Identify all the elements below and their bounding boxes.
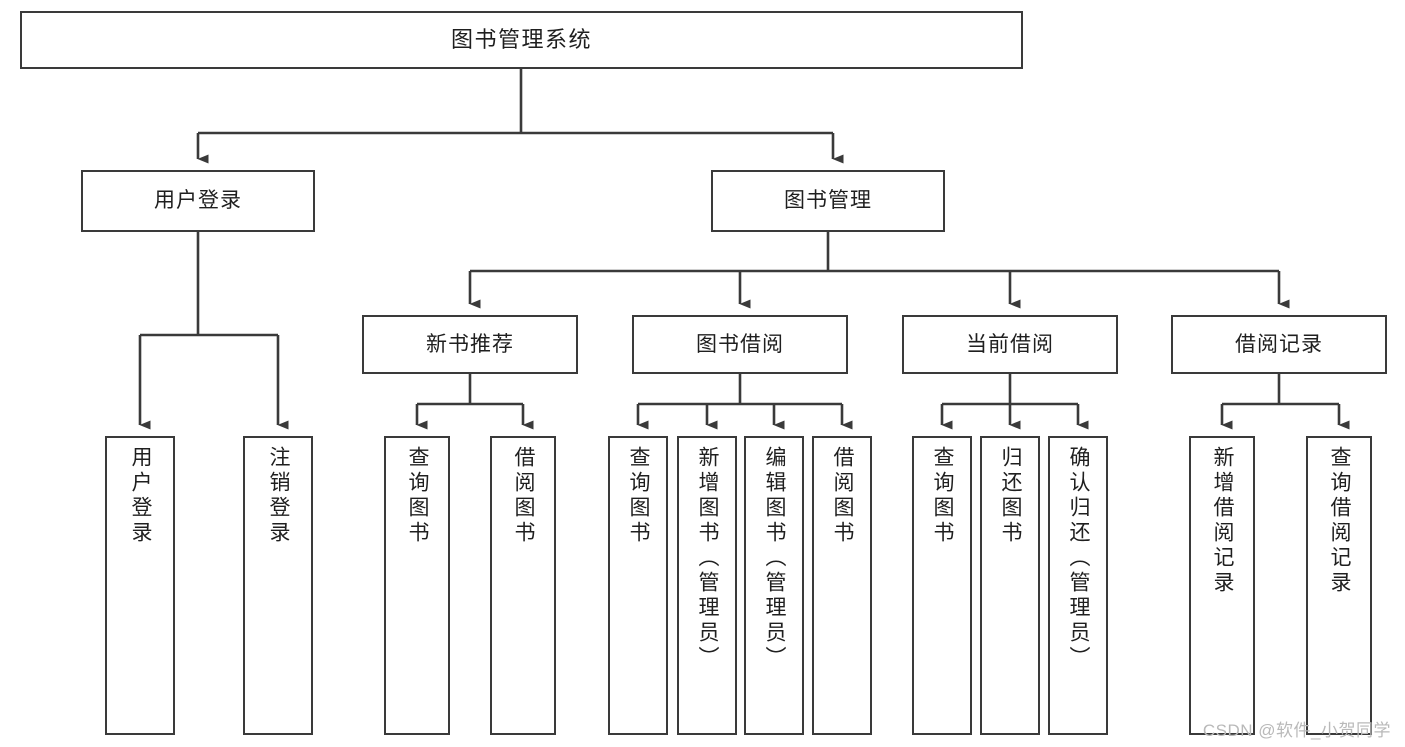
leaf-borrow-book-recommend[interactable]: 借阅图书 bbox=[490, 436, 556, 735]
node-label: 借阅记录 bbox=[1235, 332, 1323, 356]
node-root-system[interactable]: 图书管理系统 bbox=[20, 11, 1023, 69]
leaf-add-borrow-record[interactable]: 新增借阅记录 bbox=[1189, 436, 1255, 735]
node-user-login[interactable]: 用户登录 bbox=[81, 170, 315, 232]
node-label: 新增图书（管理员） bbox=[696, 446, 720, 671]
node-current-borrow[interactable]: 当前借阅 bbox=[902, 315, 1118, 374]
node-label: 用户登录 bbox=[129, 446, 153, 546]
node-label: 查询图书 bbox=[931, 446, 955, 546]
node-label: 借阅图书 bbox=[831, 446, 855, 546]
node-label: 当前借阅 bbox=[966, 332, 1054, 356]
leaf-edit-book-admin[interactable]: 编辑图书（管理员） bbox=[744, 436, 804, 735]
node-label: 查询借阅记录 bbox=[1328, 446, 1352, 596]
leaf-query-book-borrow[interactable]: 查询图书 bbox=[608, 436, 668, 735]
node-label: 图书管理系统 bbox=[450, 26, 592, 52]
leaf-user-login[interactable]: 用户登录 bbox=[105, 436, 175, 735]
node-label: 图书借阅 bbox=[696, 332, 784, 356]
node-label: 借阅图书 bbox=[512, 446, 536, 546]
node-label: 编辑图书（管理员） bbox=[763, 446, 787, 671]
node-label: 归还图书 bbox=[999, 446, 1023, 546]
node-book-manage[interactable]: 图书管理 bbox=[711, 170, 945, 232]
leaf-confirm-return-admin[interactable]: 确认归还（管理员） bbox=[1048, 436, 1108, 735]
leaf-query-book-recommend[interactable]: 查询图书 bbox=[384, 436, 450, 735]
node-label: 用户登录 bbox=[154, 189, 242, 213]
node-label: 查询图书 bbox=[406, 446, 430, 546]
node-borrow-record[interactable]: 借阅记录 bbox=[1171, 315, 1387, 374]
node-new-book-recommend[interactable]: 新书推荐 bbox=[362, 315, 578, 374]
node-book-borrow[interactable]: 图书借阅 bbox=[632, 315, 848, 374]
node-label: 图书管理 bbox=[784, 189, 872, 213]
leaf-borrow-book-borrow[interactable]: 借阅图书 bbox=[812, 436, 872, 735]
node-label: 确认归还（管理员） bbox=[1067, 446, 1091, 671]
node-label: 查询图书 bbox=[627, 446, 651, 546]
leaf-return-book[interactable]: 归还图书 bbox=[980, 436, 1040, 735]
leaf-logout-login[interactable]: 注销登录 bbox=[243, 436, 313, 735]
leaf-query-borrow-record[interactable]: 查询借阅记录 bbox=[1306, 436, 1372, 735]
node-label: 注销登录 bbox=[267, 446, 291, 546]
leaf-query-book-current[interactable]: 查询图书 bbox=[912, 436, 972, 735]
leaf-add-book-admin[interactable]: 新增图书（管理员） bbox=[677, 436, 737, 735]
node-label: 新增借阅记录 bbox=[1211, 446, 1235, 596]
node-label: 新书推荐 bbox=[426, 332, 514, 356]
